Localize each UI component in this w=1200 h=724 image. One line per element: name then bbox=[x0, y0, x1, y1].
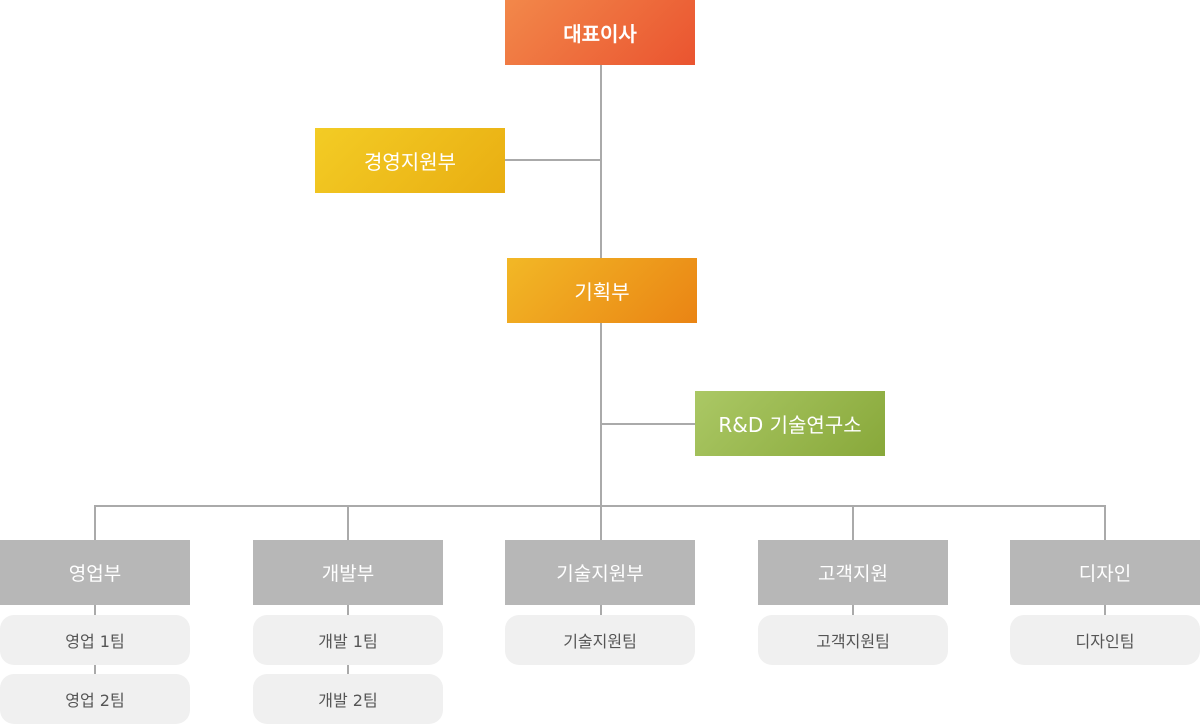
team-customer-support: 고객지원팀 bbox=[758, 615, 948, 665]
rnd-lab-box: R&D 기술연구소 bbox=[695, 391, 885, 456]
department-development-box: 개발부 bbox=[253, 540, 443, 605]
team-tech-support: 기술지원팀 bbox=[505, 615, 695, 665]
department-design-box: 디자인 bbox=[1010, 540, 1200, 605]
team-design: 디자인팀 bbox=[1010, 615, 1200, 665]
connector-dept-drop bbox=[1104, 505, 1106, 540]
connector-dept-drop bbox=[94, 505, 96, 540]
ceo-box: 대표이사 bbox=[505, 0, 695, 65]
planning-box: 기획부 bbox=[507, 258, 697, 323]
connector-team-link bbox=[94, 665, 96, 675]
connector-team-link bbox=[347, 665, 349, 675]
department-customer-support-box: 고객지원 bbox=[758, 540, 948, 605]
connector-team-link bbox=[94, 605, 96, 615]
department-sales-box: 영업부 bbox=[0, 540, 190, 605]
department-tech-support-box: 기술지원부 bbox=[505, 540, 695, 605]
connector-dept-drop bbox=[852, 505, 854, 540]
connector-dept-drop bbox=[347, 505, 349, 540]
connector-rnd bbox=[601, 423, 695, 425]
team-sales-1: 영업 1팀 bbox=[0, 615, 190, 665]
connector-dept-drop bbox=[600, 505, 602, 540]
connector-ceo-planning bbox=[600, 65, 602, 258]
team-sales-2: 영업 2팀 bbox=[0, 674, 190, 724]
team-development-2: 개발 2팀 bbox=[253, 674, 443, 724]
team-development-1: 개발 1팀 bbox=[253, 615, 443, 665]
connector-management bbox=[505, 159, 601, 161]
connector-team-link bbox=[347, 605, 349, 615]
connector-team-link bbox=[600, 605, 602, 615]
management-support-box: 경영지원부 bbox=[315, 128, 505, 193]
connector-planning-bus bbox=[600, 323, 602, 506]
connector-team-link bbox=[1104, 605, 1106, 615]
connector-team-link bbox=[852, 605, 854, 615]
